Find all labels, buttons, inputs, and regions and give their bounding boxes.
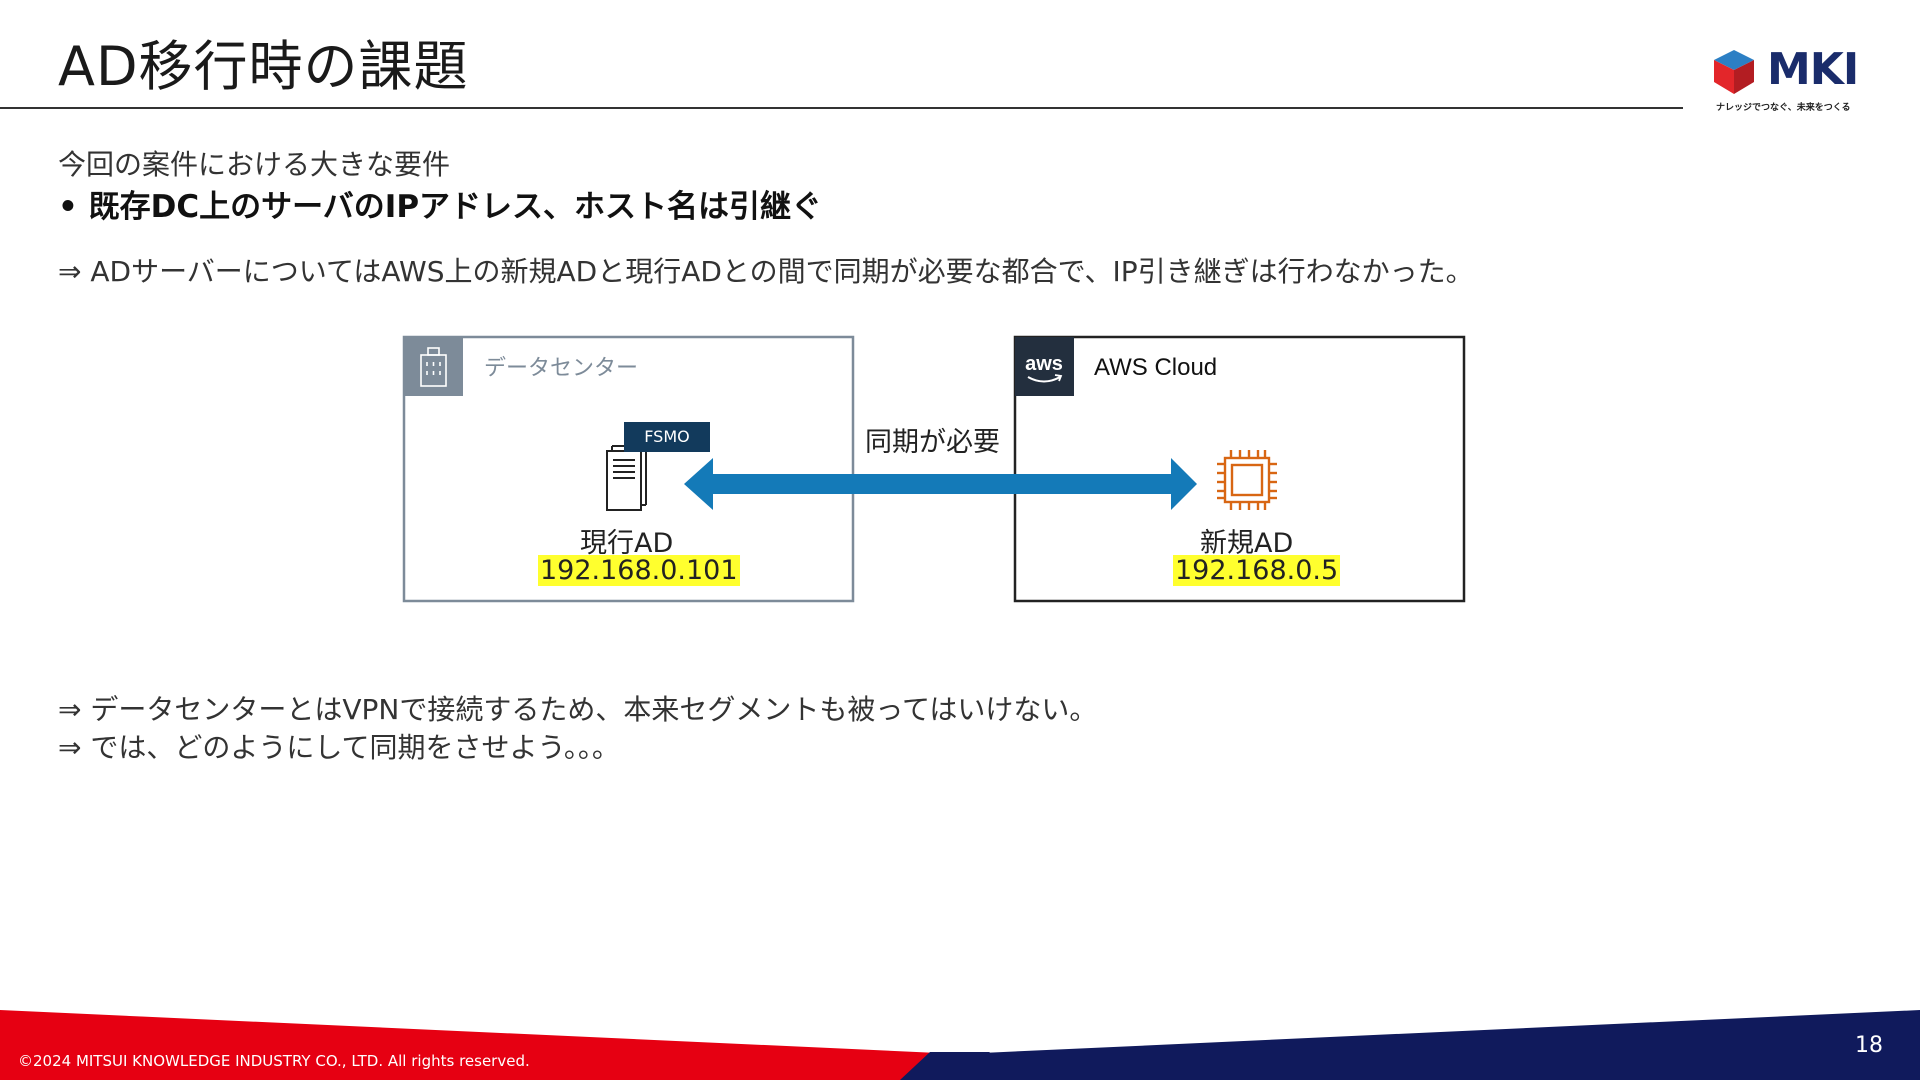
title-divider bbox=[0, 107, 1683, 109]
datacenter-icon-bg bbox=[404, 337, 463, 396]
aws-cloud-box bbox=[1013, 335, 1466, 603]
footer-band bbox=[0, 1010, 1920, 1080]
requirement-bullet: • 既存DC上のサーバのIPアドレス、ホスト名は引継ぐ bbox=[58, 189, 823, 225]
server-icon bbox=[606, 450, 642, 511]
aws-smile bbox=[1027, 376, 1061, 383]
copyright-notice: ©2024 MITSUI KNOWLEDGE INDUSTRY CO., LTD… bbox=[18, 1052, 530, 1070]
slide-title: AD移行時の課題 bbox=[58, 35, 469, 98]
fsmo-badge: FSMO bbox=[624, 422, 710, 452]
note-how-to-sync: ⇒ では、どのようにして同期をさせよう。。。 bbox=[58, 731, 620, 764]
note-vpn-segment: ⇒ データセンターとはVPNで接続するため、本来セグメントも被ってはいけない。 bbox=[58, 693, 1098, 726]
aws-logo-bg bbox=[1015, 337, 1074, 396]
logo-tagline: ナレッジでつなぐ、未来をつくる bbox=[1716, 103, 1851, 113]
datacenter-label: データセンター bbox=[484, 356, 639, 381]
aws-logo-icon: aws bbox=[1025, 353, 1063, 375]
current-ad-name: 現行AD bbox=[580, 528, 674, 559]
sync-arrow bbox=[684, 458, 1197, 510]
cube-logo-icon bbox=[1714, 50, 1754, 94]
new-ad-ip: 192.168.0.5 bbox=[1173, 555, 1341, 586]
page-number: 18 bbox=[1855, 1033, 1883, 1058]
aws-cloud-label: AWS Cloud bbox=[1094, 354, 1218, 381]
note-ad-sync: ⇒ ADサーバーについてはAWS上の新規ADと現行ADとの間で同期が必要な都合で… bbox=[58, 255, 1474, 288]
requirements-lead: 今回の案件における大きな要件 bbox=[58, 148, 451, 181]
building-icon bbox=[420, 347, 447, 387]
sync-label: 同期が必要 bbox=[865, 427, 1000, 458]
ec2-instance-icon bbox=[1217, 450, 1277, 510]
current-ad-ip: 192.168.0.101 bbox=[538, 555, 740, 586]
company-logo: MKI ナレッジでつなぐ、未来をつくる bbox=[1710, 44, 1870, 120]
datacenter-box bbox=[402, 335, 855, 603]
new-ad-name: 新規AD bbox=[1200, 528, 1294, 559]
logo-wordmark: MKI bbox=[1767, 44, 1859, 95]
